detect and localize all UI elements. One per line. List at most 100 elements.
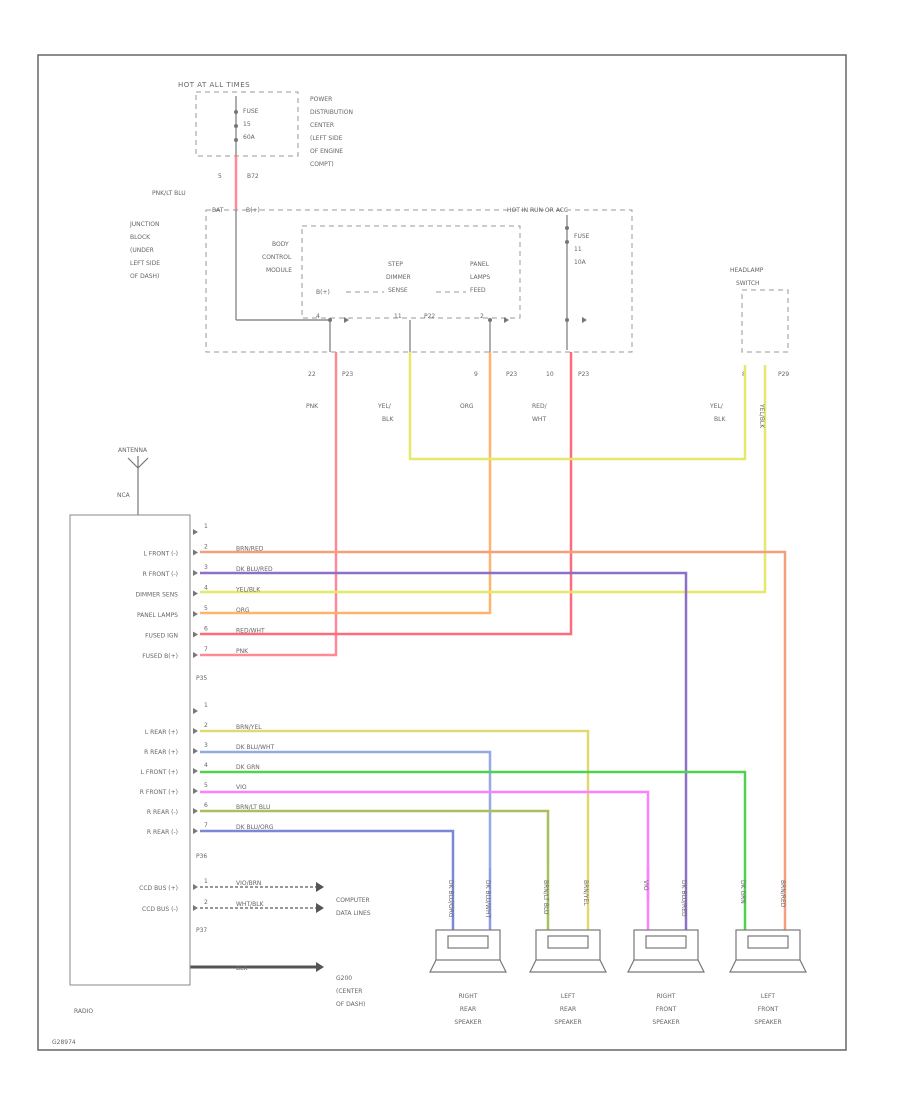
speaker-2-name-1: FRONT <box>656 1006 677 1013</box>
jb-bat-mid: B(+) <box>246 207 260 214</box>
p35-label-7: FUSED B(+) <box>142 653 178 660</box>
jb-out-conn-1: P23 <box>342 371 353 378</box>
speaker-2-lead-label-0: VIO <box>642 880 649 891</box>
speaker-3-lead-label-1: BRN/RED <box>779 880 786 908</box>
headlamp-switch: HEADLAMP SWITCH 8 P29 <box>730 267 789 378</box>
p36-label-7: R REAR (-) <box>147 829 178 836</box>
p35-label-5: PANEL LAMPS <box>137 612 178 619</box>
ground-arrow <box>316 962 324 972</box>
speaker-0-magnet <box>447 935 489 949</box>
p35-pin-6: 6 <box>204 626 208 633</box>
wire-yel-blk-dimmer <box>408 352 747 461</box>
jb-out-pin-9: 9 <box>474 371 478 378</box>
dimmer-title-1: STEP <box>388 261 403 268</box>
p37-pin-1: 1 <box>204 878 208 885</box>
wire-label-yelblk-1a: YEL/ <box>377 403 392 410</box>
computer-label-1: COMPUTER <box>336 897 370 904</box>
jb-fuse-amp: 10A <box>574 259 587 266</box>
speaker-3-magnet <box>747 935 789 949</box>
p36-label-5: R FRONT (+) <box>140 789 178 796</box>
wire-vio <box>200 790 650 900</box>
p37-wire-1: VIO/BRN <box>236 880 261 887</box>
p35-terminal-7 <box>193 652 198 658</box>
wire-dk-blu-wht <box>200 750 492 868</box>
speaker-0-name-2: SPEAKER <box>454 1019 481 1026</box>
p36-pin-5: 5 <box>204 782 208 789</box>
headlamp-title-2: SWITCH <box>736 280 760 287</box>
speaker-1-cone <box>529 959 607 973</box>
radio: ANTENNA NCA RADIO P35 P36 P37 1L FRONT (… <box>69 447 371 1015</box>
wire-brn-yel <box>200 729 590 868</box>
jb-hot-label: HOT IN RUN OR ACC <box>507 207 568 214</box>
pdc-wire: PNK/LT BLU <box>152 190 186 197</box>
pdc-title-1: POWER <box>310 96 332 103</box>
jb-out-pin-22: 22 <box>308 371 316 378</box>
bcm-title-3: MODULE <box>266 267 292 274</box>
wire-pnk <box>200 352 338 657</box>
p36-terminal-7 <box>193 828 198 834</box>
speaker-2: VIO DK BLU/RED RIGHT FRONT SPEAKER <box>627 868 705 1026</box>
gnd-label-1: G200 <box>336 975 352 982</box>
nca-label: NCA <box>117 492 131 499</box>
wire-brn-lt-blu <box>200 809 550 868</box>
p35-pin-4: 4 <box>204 585 208 592</box>
bcm-bplus: B(+) <box>316 289 330 296</box>
speaker-1-lead-label-0: BRN/LT BLU <box>542 880 549 914</box>
pdc-title-3: CENTER <box>310 122 334 129</box>
p36-wire-7: DK BLU/ORG <box>236 824 274 831</box>
wire-yel-blk-headlamp <box>200 365 767 594</box>
pdc-title-6: COMPT) <box>310 161 334 168</box>
speaker-1-magnet <box>547 935 589 949</box>
wire-brn-red <box>200 550 787 868</box>
p36-label-4: L FRONT (+) <box>141 769 178 776</box>
computer-label-2: DATA LINES <box>336 910 371 917</box>
p36-terminal-4 <box>193 768 198 774</box>
p36-label-2: L REAR (+) <box>145 729 178 736</box>
jb-title-1: JUNCTION <box>129 221 159 228</box>
p35-label-3: R FRONT (-) <box>143 571 178 578</box>
jb-pin-4: 4 <box>316 313 320 320</box>
p35-pin-7: 7 <box>204 646 208 653</box>
p35-label-2: L FRONT (-) <box>144 551 179 558</box>
p36-wire-4: DK GRN <box>236 764 260 771</box>
p36-pin-4: 4 <box>204 762 208 769</box>
wire-org <box>200 352 492 615</box>
jb-title-5: OF DASH) <box>130 273 159 280</box>
speaker-0-name-0: RIGHT <box>459 993 478 1000</box>
p36-terminal-2 <box>193 728 198 734</box>
speaker-2-name-2: SPEAKER <box>652 1019 679 1026</box>
jb-out-pin-10: 10 <box>546 371 554 378</box>
bcm-box <box>301 225 521 319</box>
wire-label-yelblk-1b: BLK <box>382 416 394 423</box>
speaker-2-cone <box>627 959 705 973</box>
pdc-title-5: OF ENGINE <box>310 148 343 155</box>
pdc-fuse-amp: 60A <box>243 134 256 141</box>
speaker-1-name-2: SPEAKER <box>554 1019 581 1026</box>
dimmer-title-2: DIMMER <box>386 274 411 281</box>
p36-wire-2: BRN/YEL <box>236 724 262 731</box>
radio-body <box>69 514 191 986</box>
speaker-1-name-1: REAR <box>560 1006 576 1013</box>
wire-label-org: ORG <box>460 403 474 410</box>
jb-title-4: LEFT SIDE <box>130 260 160 267</box>
jb-pin-2: 2 <box>480 313 484 320</box>
gnd-label-2: (CENTER <box>336 988 362 995</box>
wire-dk-blu-org <box>200 829 455 868</box>
p35-pin-5: 5 <box>204 605 208 612</box>
headlamp-conn: P29 <box>778 371 789 378</box>
pdc-title-4: (LEFT SIDE <box>310 135 343 142</box>
panel-title-3: FEED <box>470 287 486 294</box>
antenna-icon <box>127 456 149 515</box>
pdc-fuse-label: FUSE <box>243 108 259 115</box>
p36-wire-6: BRN/LT BLU <box>236 804 270 811</box>
pdc-pin: 5 <box>218 173 222 180</box>
p36-pin-3: 3 <box>204 742 208 749</box>
speaker-3-body <box>735 929 801 961</box>
p35-conn: P35 <box>196 675 207 682</box>
speaker-2-lead-label-1: DK BLU/RED <box>680 880 687 917</box>
panel-title-2: LAMPS <box>470 274 490 281</box>
speaker-2-name-0: RIGHT <box>657 993 676 1000</box>
p35-terminal-3 <box>193 570 198 576</box>
